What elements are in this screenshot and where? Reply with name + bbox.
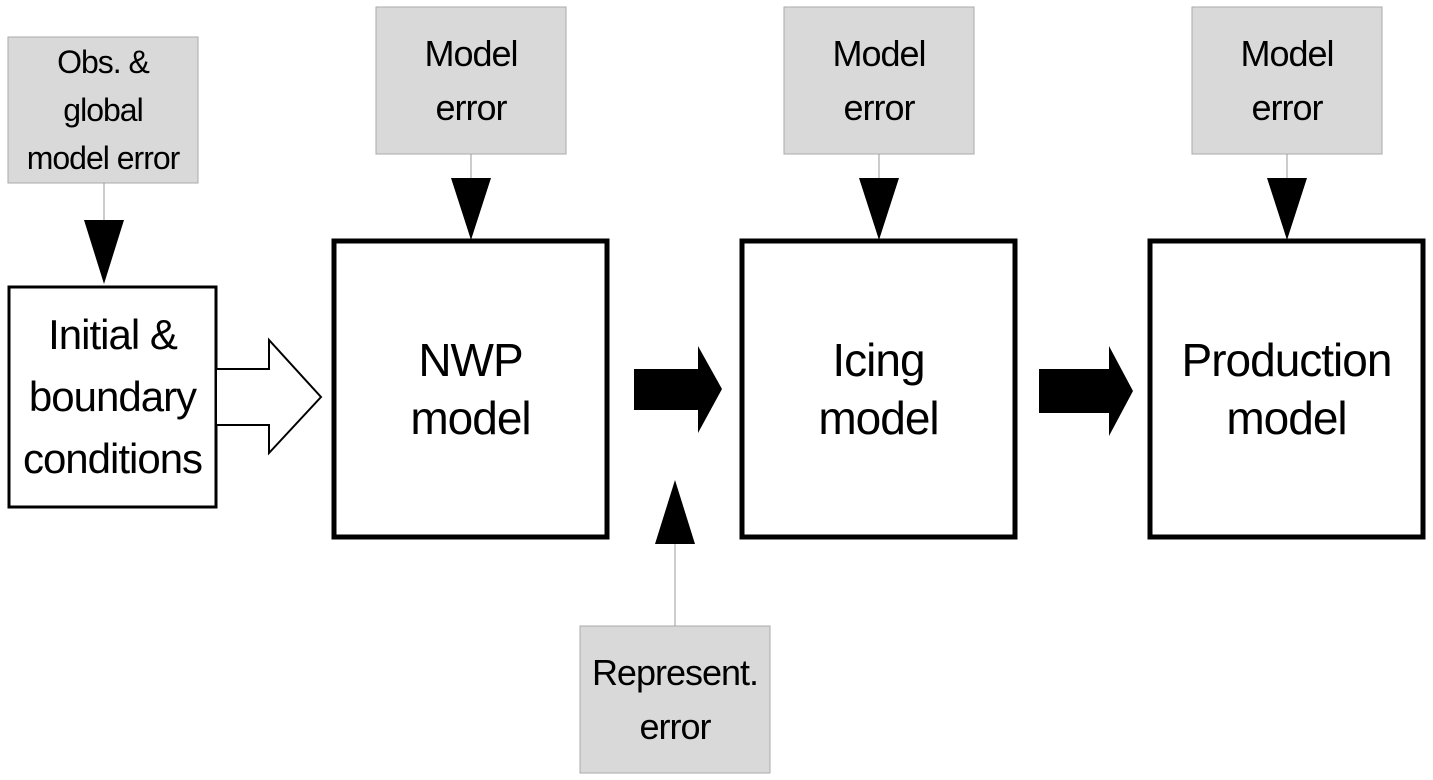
initial-conditions-box bbox=[7, 285, 218, 509]
model-error-arrowhead-1 bbox=[451, 178, 491, 240]
model-error-2-line-2: error bbox=[843, 86, 915, 128]
nwp-line-2: model bbox=[410, 392, 531, 444]
production-line-1: Production bbox=[1181, 334, 1393, 386]
model-error-label-1: Model error bbox=[376, 7, 566, 154]
initial-line-2: boundary bbox=[28, 373, 197, 420]
obs-error-line-1: Obs. & bbox=[57, 44, 150, 80]
model-error-1-line-2: error bbox=[435, 86, 507, 128]
initial-line-1: Initial & bbox=[48, 311, 178, 358]
icing-to-production-arrow bbox=[1039, 346, 1133, 436]
model-error-3-line-1: Model bbox=[1240, 32, 1334, 74]
model-error-arrowhead-3 bbox=[1267, 178, 1307, 240]
initial-to-nwp-arrow bbox=[215, 337, 323, 456]
production-line-2: model bbox=[1226, 392, 1347, 444]
represent-error-arrowhead bbox=[655, 480, 695, 544]
represent-error-box bbox=[579, 625, 771, 774]
represent-error-line-1: Represent. bbox=[591, 651, 759, 693]
nwp-model-box bbox=[331, 238, 610, 540]
obs-error-line-2: global bbox=[63, 92, 143, 128]
model-error-2-line-1: Model bbox=[832, 32, 926, 74]
production-model-label: Production model bbox=[1150, 241, 1423, 537]
obs-error-arrowhead bbox=[84, 220, 124, 284]
icing-line-1: Icing bbox=[832, 334, 925, 386]
nwp-line-1: NWP bbox=[418, 334, 523, 386]
model-error-box-2 bbox=[783, 6, 975, 155]
model-error-box-1 bbox=[375, 6, 567, 155]
icing-model-box bbox=[739, 238, 1018, 540]
represent-error-label: Represent. error bbox=[580, 626, 770, 773]
model-error-box-3 bbox=[1191, 6, 1383, 155]
production-model-box bbox=[1147, 238, 1426, 540]
initial-conditions-label: Initial & boundary conditions bbox=[9, 287, 216, 507]
icing-model-label: Icing model bbox=[742, 241, 1015, 537]
nwp-to-icing-arrow bbox=[634, 346, 722, 433]
initial-line-3: conditions bbox=[22, 435, 203, 482]
obs-error-label: Obs. & global model error bbox=[8, 37, 198, 183]
model-error-label-2: Model error bbox=[784, 7, 974, 154]
icing-line-2: model bbox=[818, 392, 939, 444]
obs-error-box bbox=[7, 36, 199, 184]
nwp-model-label: NWP model bbox=[334, 241, 607, 537]
model-error-3-line-2: error bbox=[1251, 86, 1323, 128]
model-error-label-3: Model error bbox=[1192, 7, 1382, 154]
obs-error-line-3: model error bbox=[26, 140, 181, 176]
model-error-arrowhead-2 bbox=[859, 178, 899, 240]
represent-error-line-2: error bbox=[639, 705, 711, 747]
model-error-1-line-1: Model bbox=[424, 32, 518, 74]
